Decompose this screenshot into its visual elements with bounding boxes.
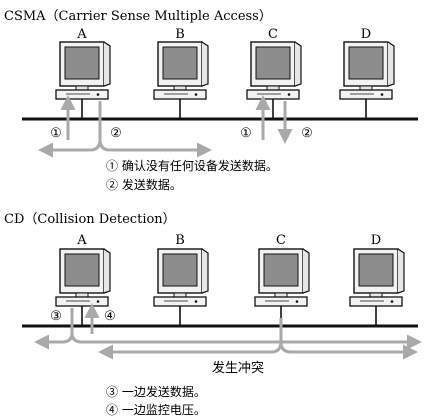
- cd-send-arrow-c-right: [279, 341, 418, 360]
- cd-computer-a-label: A: [76, 233, 87, 248]
- cd-note-3: ③ 一边发送数据。: [106, 384, 206, 399]
- marker-3: ③: [50, 309, 62, 324]
- cd-computer-d-icon: [349, 248, 405, 307]
- computer-b-label: B: [175, 27, 185, 42]
- cd-send-arrow-c-left: [98, 318, 283, 360]
- computer-a-label: A: [76, 27, 87, 42]
- csma-note-2: ② 发送数据。: [106, 177, 182, 192]
- computer-d-label: D: [361, 27, 371, 42]
- marker-1-c: ①: [240, 126, 252, 141]
- cd-computer-a-icon: [55, 248, 111, 307]
- computer-a-icon: [55, 41, 111, 100]
- csma-title: CSMA（Carrier Sense Multiple Access）: [4, 9, 272, 24]
- cd-computer-c-label: C: [276, 233, 286, 248]
- computer-b-icon: [153, 41, 209, 100]
- marker-4: ④: [104, 309, 116, 324]
- cd-send-arrow-a-right: [70, 332, 422, 350]
- cd-computer-b-icon: [153, 248, 209, 307]
- marker-2-a: ②: [110, 126, 122, 141]
- collision-label: 发生冲突: [212, 360, 264, 376]
- computer-c-icon: [246, 41, 302, 100]
- marker-2-c: ②: [301, 126, 313, 141]
- cd-title: CD（Collision Detection）: [4, 212, 176, 227]
- csma-note-1: ① 确认没有任何设备发送数据。: [106, 158, 278, 173]
- cd-computer-c-icon: [254, 248, 310, 307]
- computer-c-label: C: [268, 27, 278, 42]
- send-arrow-a-right: [98, 139, 212, 158]
- cd-computer-d-label: D: [371, 233, 381, 248]
- cd-computer-b-label: B: [175, 233, 185, 248]
- cd-note-4: ④ 一边监控电压。: [106, 403, 206, 417]
- computer-d-icon: [339, 41, 395, 100]
- marker-1-a: ①: [50, 126, 62, 141]
